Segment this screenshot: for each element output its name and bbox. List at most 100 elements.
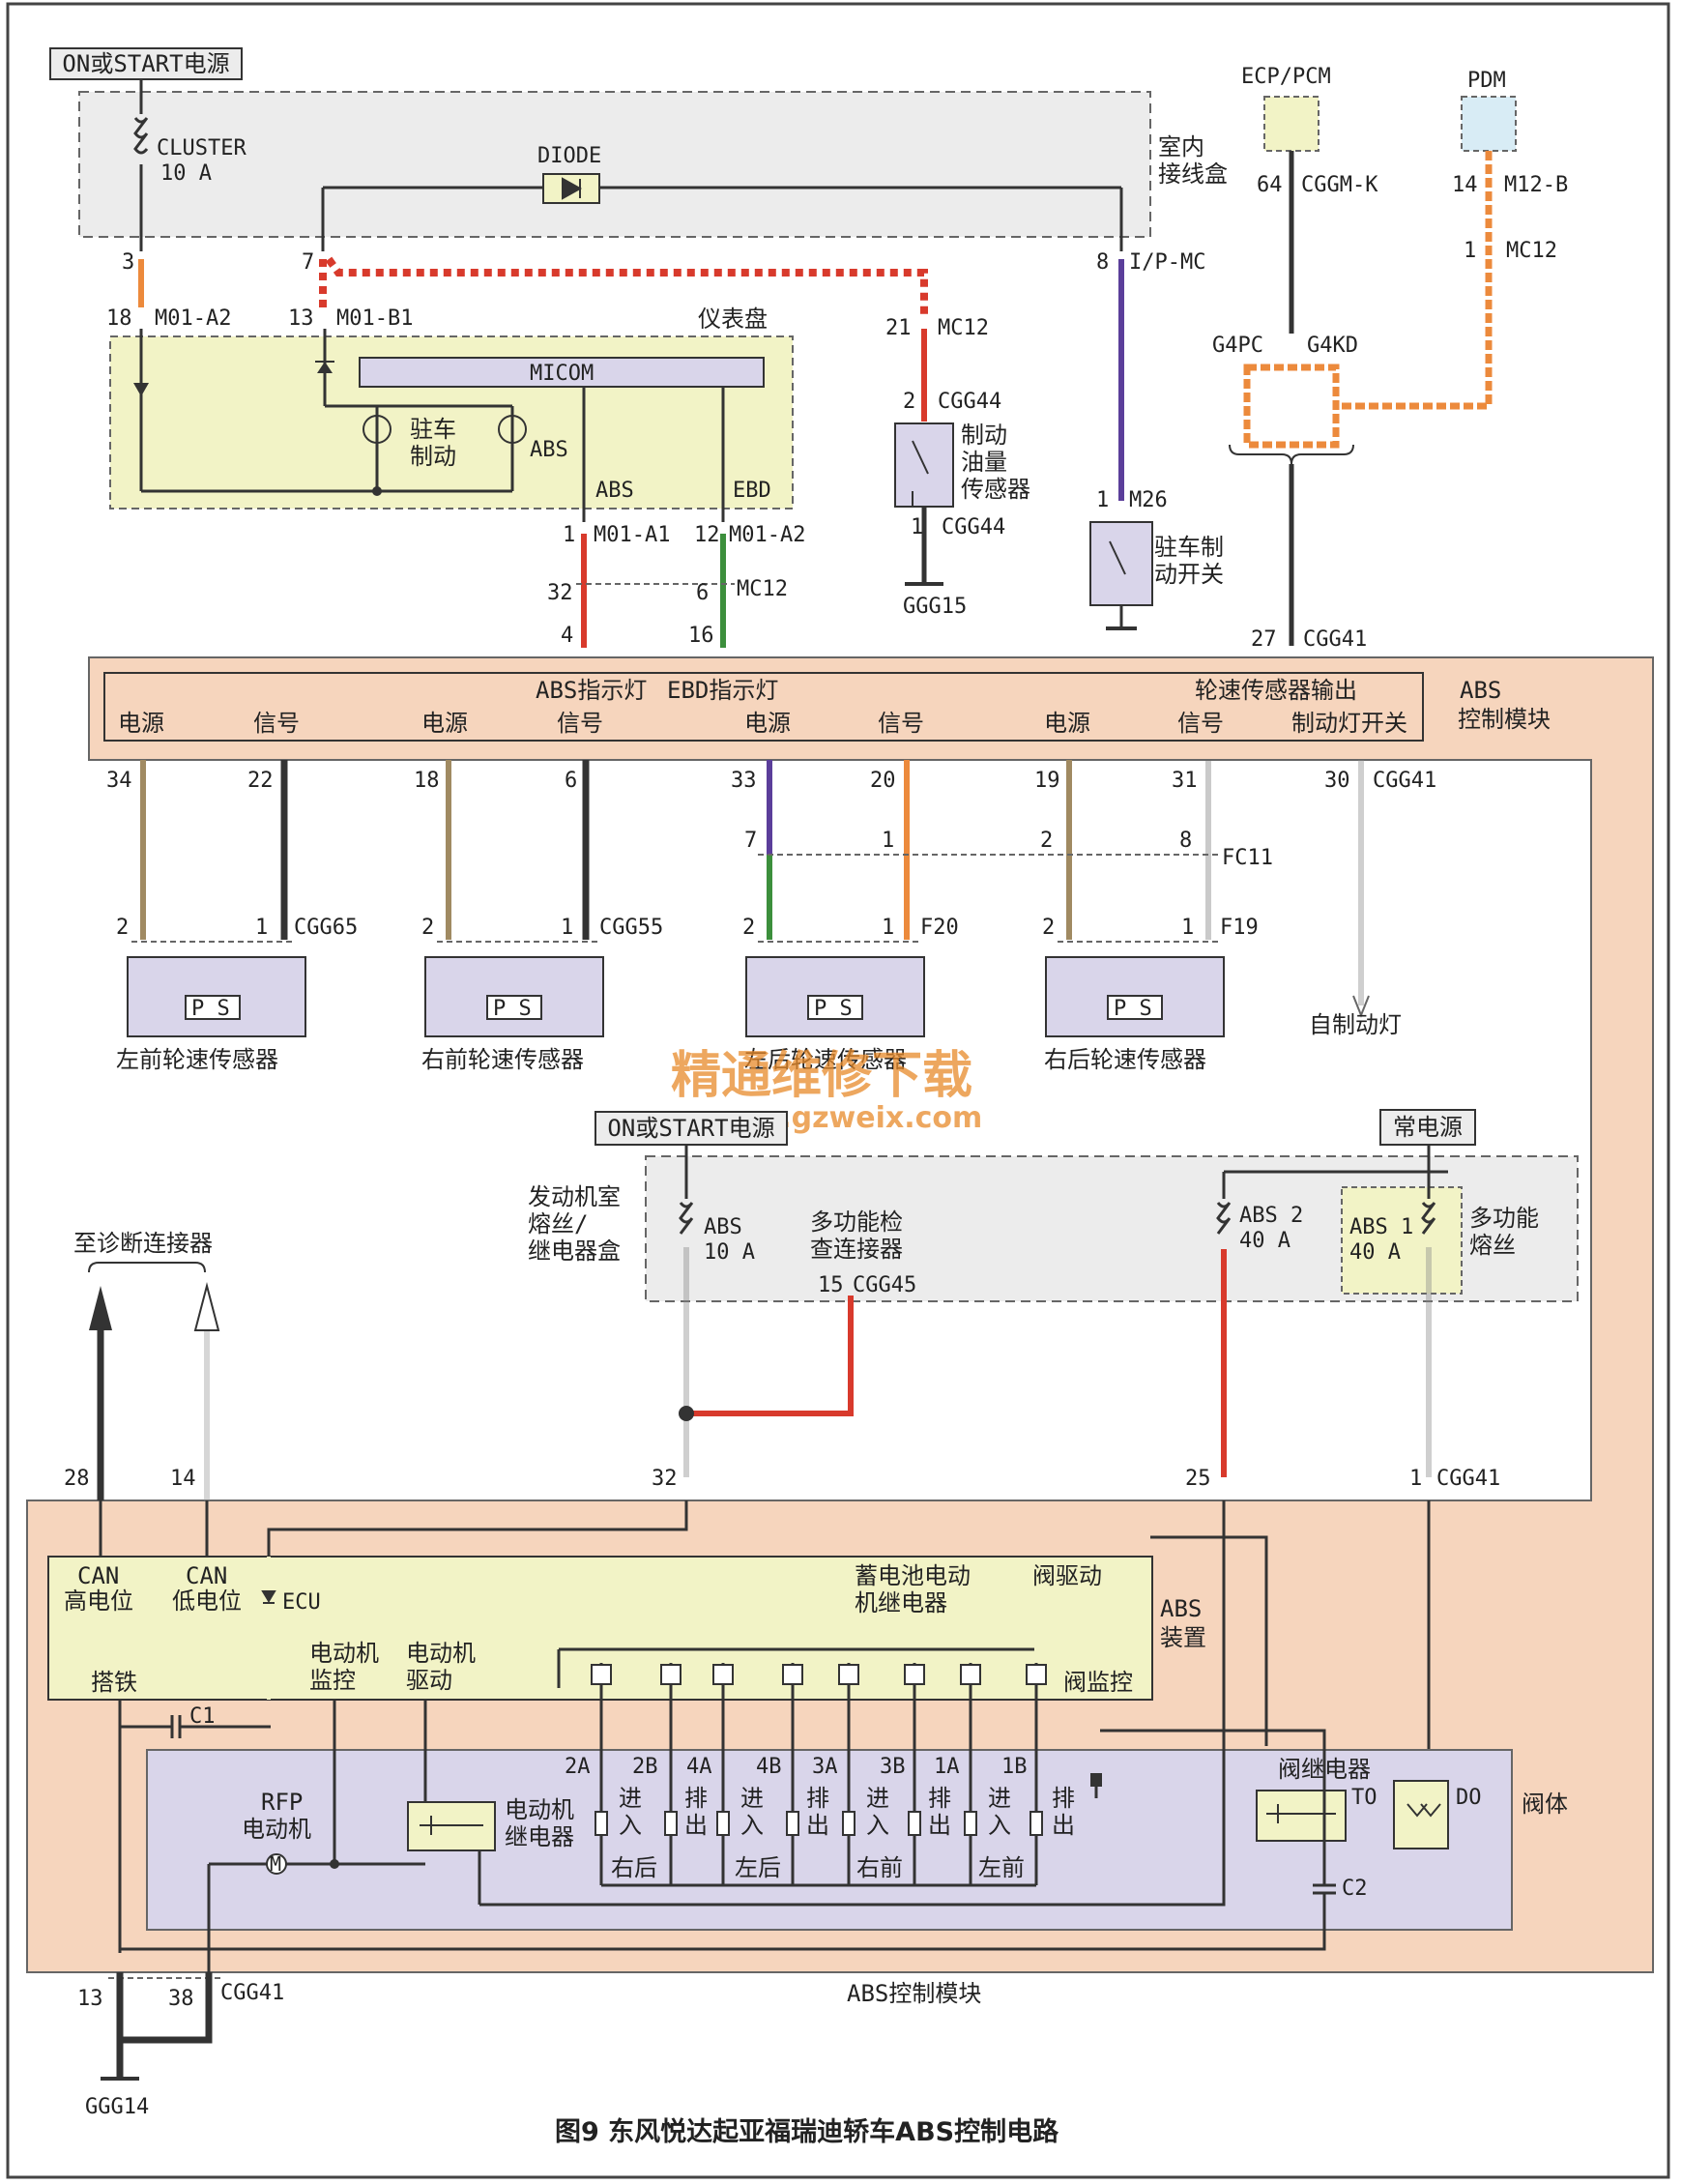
figure-caption: 图9 东风悦达起亚福瑞迪轿车ABS控制电路 <box>555 2116 1059 2147</box>
page-frame <box>6 2 1670 2179</box>
svg-text:4A: 4A <box>686 1755 712 1779</box>
svg-text:FC11: FC11 <box>1222 846 1273 870</box>
svg-text:40 A: 40 A <box>1349 1240 1401 1265</box>
cluster-fuse-rating: 10 A <box>160 161 212 186</box>
svg-text:电动机: 电动机 <box>406 1640 476 1667</box>
parking-brake-switch <box>1089 521 1153 606</box>
svg-text:熔丝/: 熔丝/ <box>528 1210 588 1238</box>
svg-text:多功能: 多功能 <box>1469 1205 1539 1232</box>
svg-text:电源: 电源 <box>118 710 164 737</box>
svg-text:ABS: ABS <box>530 438 568 462</box>
svg-text:6: 6 <box>696 581 709 605</box>
svg-text:P S: P S <box>191 997 230 1021</box>
svg-text:MC12: MC12 <box>1506 239 1557 263</box>
svg-text:MC12: MC12 <box>737 577 788 601</box>
svg-text:GGG15: GGG15 <box>903 595 967 619</box>
svg-text:2: 2 <box>1042 916 1055 940</box>
svg-text:19: 19 <box>1034 769 1060 793</box>
svg-text:CGGM-K: CGGM-K <box>1301 173 1378 197</box>
svg-text:14: 14 <box>170 1467 196 1491</box>
svg-text:10 A: 10 A <box>704 1240 755 1265</box>
svg-text:电源: 电源 <box>744 710 791 737</box>
svg-text:ECU: ECU <box>282 1590 321 1615</box>
svg-text:C1: C1 <box>189 1704 216 1729</box>
svg-text:16: 16 <box>688 624 714 648</box>
svg-text:7: 7 <box>302 250 314 275</box>
svg-text:电动机: 电动机 <box>309 1640 379 1667</box>
svg-text:CGG65: CGG65 <box>294 916 358 940</box>
abs-unit-block <box>268 1556 1153 1701</box>
svg-text:MICOM: MICOM <box>530 362 594 386</box>
svg-text:M01-B1: M01-B1 <box>336 306 413 331</box>
svg-text:2A: 2A <box>565 1755 591 1779</box>
svg-text:出: 出 <box>928 1812 951 1839</box>
svg-text:查连接器: 查连接器 <box>810 1236 903 1263</box>
svg-text:ABS: ABS <box>704 1215 742 1239</box>
svg-text:64: 64 <box>1257 173 1283 197</box>
svg-text:信号: 信号 <box>1177 710 1224 737</box>
svg-text:2: 2 <box>742 916 755 940</box>
diag-connector-title: 至诊断连接器 <box>73 1230 213 1257</box>
svg-text:制动灯开关: 制动灯开关 <box>1291 710 1407 737</box>
diode-label: DIODE <box>537 144 601 168</box>
svg-text:低电位: 低电位 <box>172 1587 242 1615</box>
svg-text:18: 18 <box>414 769 440 793</box>
svg-text:7: 7 <box>744 829 757 853</box>
svg-text:1: 1 <box>1181 916 1194 940</box>
svg-text:CGG44: CGG44 <box>942 515 1005 539</box>
svg-text:电动机: 电动机 <box>242 1816 311 1843</box>
interior-junction-box <box>78 91 1151 238</box>
valve-relay-do <box>1393 1780 1449 1849</box>
svg-text:出: 出 <box>806 1812 829 1839</box>
svg-text:6: 6 <box>565 769 577 793</box>
svg-text:F19: F19 <box>1220 916 1259 940</box>
svg-text:阀监控: 阀监控 <box>1063 1669 1133 1696</box>
svg-text:1: 1 <box>561 916 573 940</box>
cluster-fuse-label: CLUSTER <box>157 136 246 160</box>
svg-text:进: 进 <box>740 1785 764 1812</box>
ecp-pcm-label: ECP/PCM <box>1241 65 1331 89</box>
cluster-fuse-icon <box>133 117 149 155</box>
svg-text:入: 入 <box>866 1812 889 1839</box>
svg-text:13: 13 <box>288 306 314 331</box>
svg-text:P S: P S <box>1114 997 1152 1021</box>
svg-text:监控: 监控 <box>309 1667 356 1694</box>
abs2-fuse-icon <box>1216 1202 1232 1235</box>
svg-text:1A: 1A <box>934 1755 960 1779</box>
can-high-arrow-icon <box>89 1286 112 1330</box>
svg-text:1: 1 <box>911 515 923 539</box>
watermark-cn: 精通维修下载 <box>671 1047 972 1105</box>
svg-text:排: 排 <box>1052 1785 1075 1812</box>
svg-text:1: 1 <box>882 829 894 853</box>
svg-text:38: 38 <box>168 1987 194 2011</box>
svg-text:入: 入 <box>619 1812 642 1839</box>
svg-text:发动机室: 发动机室 <box>528 1183 621 1210</box>
svg-text:控制模块: 控制模块 <box>1458 706 1551 733</box>
can-low-arrow-icon <box>193 1282 220 1331</box>
svg-text:I/P-MC: I/P-MC <box>1129 250 1205 275</box>
sensor-left-rear: 2 1 F20 P S 左后轮速传感器 <box>742 916 959 1073</box>
svg-text:油量: 油量 <box>961 449 1007 476</box>
svg-text:ABS: ABS <box>1460 677 1501 704</box>
svg-text:1B: 1B <box>1001 1755 1028 1779</box>
svg-text:TO: TO <box>1351 1786 1378 1810</box>
svg-text:入: 入 <box>988 1812 1011 1839</box>
svg-text:RFP: RFP <box>261 1789 303 1816</box>
sensor-right-rear: 2 1 F19 P S 右后轮速传感器 <box>1042 916 1259 1073</box>
svg-text:电动机: 电动机 <box>505 1796 574 1823</box>
svg-text:传感器: 传感器 <box>961 476 1030 503</box>
svg-text:多功能检: 多功能检 <box>810 1208 903 1236</box>
svg-text:14: 14 <box>1452 173 1478 197</box>
svg-text:4B: 4B <box>756 1755 782 1779</box>
svg-text:1: 1 <box>1409 1467 1422 1491</box>
svg-text:CGG55: CGG55 <box>599 916 663 940</box>
svg-text:排: 排 <box>684 1785 708 1812</box>
svg-text:3A: 3A <box>812 1755 838 1779</box>
svg-text:CGG41: CGG41 <box>1373 769 1436 793</box>
svg-text:M01-A1: M01-A1 <box>594 523 670 547</box>
svg-text:28: 28 <box>64 1467 90 1491</box>
svg-text:G4PC: G4PC <box>1212 334 1263 358</box>
svg-text:DO: DO <box>1456 1786 1482 1810</box>
svg-text:驻车: 驻车 <box>410 416 456 443</box>
